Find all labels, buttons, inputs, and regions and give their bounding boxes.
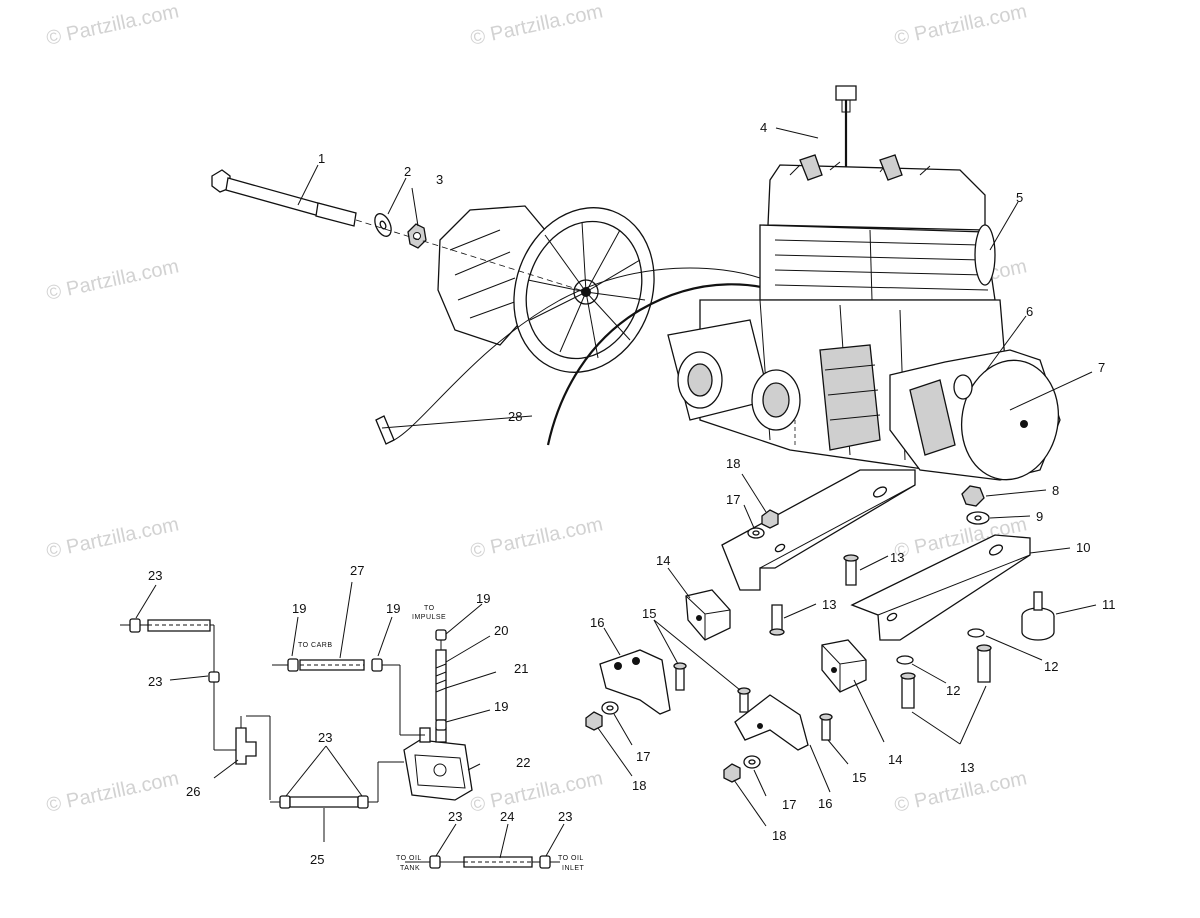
callout-20: 20 — [494, 623, 508, 638]
note-to-carb: TO CARB — [298, 642, 333, 649]
callout-7: 7 — [1098, 360, 1105, 375]
callout-13: 13 — [822, 597, 836, 612]
callout-23: 23 — [318, 730, 332, 745]
watermark: © Partzilla.com — [44, 0, 180, 50]
line-notes: TO CARB TO IMPULSE TO OIL TANK TO OIL IN… — [298, 605, 585, 872]
callout-19: 19 — [494, 699, 508, 714]
callout-8: 8 — [1052, 483, 1059, 498]
callout-17: 17 — [782, 797, 796, 812]
note-to-oil-inlet-line1: TO OIL — [558, 855, 584, 862]
note-to-impulse-line2: IMPULSE — [412, 614, 446, 621]
callout-4: 4 — [760, 120, 767, 135]
part-nut-washer-right — [961, 485, 990, 525]
callout-18: 18 — [726, 456, 740, 471]
part-engine-mount-brackets — [721, 469, 1031, 641]
callout-12: 12 — [1044, 659, 1058, 674]
callout-26: 26 — [186, 784, 200, 799]
watermark: © Partzilla.com — [44, 767, 180, 817]
part-fuel-system — [120, 618, 560, 869]
part-mount-blocks — [685, 589, 867, 693]
note-to-impulse-line1: TO — [424, 605, 435, 612]
callout-11: 11 — [1102, 597, 1116, 612]
note-to-oil-tank-line1: TO OIL — [396, 855, 422, 862]
callout-numbers: 1 2 3 4 5 6 7 8 9 10 11 12 12 13 13 13 1… — [148, 120, 1116, 867]
callout-18: 18 — [772, 828, 786, 843]
watermark: © Partzilla.com — [44, 255, 180, 305]
callout-15: 15 — [642, 606, 656, 621]
callout-19: 19 — [476, 591, 490, 606]
callout-18: 18 — [632, 778, 646, 793]
callout-19: 19 — [292, 601, 306, 616]
callout-1: 1 — [318, 151, 325, 166]
part-nut — [407, 223, 427, 249]
callout-23: 23 — [148, 568, 162, 583]
note-to-oil-inlet-line2: INLET — [562, 865, 585, 872]
callout-14: 14 — [888, 752, 902, 767]
callout-10: 10 — [1076, 540, 1090, 555]
callout-6: 6 — [1026, 304, 1033, 319]
callout-16: 16 — [818, 796, 832, 811]
callout-28: 28 — [508, 409, 522, 424]
callout-19: 19 — [386, 601, 400, 616]
callout-13: 13 — [960, 760, 974, 775]
part-bolt — [211, 169, 357, 227]
watermark: © Partzilla.com — [892, 0, 1028, 50]
callout-9: 9 — [1036, 509, 1043, 524]
part-bolts-15 — [673, 662, 833, 741]
callout-17: 17 — [636, 749, 650, 764]
watermark: © Partzilla.com — [468, 767, 604, 817]
leader-lines — [135, 127, 1097, 859]
part-washers-nuts-lower — [585, 509, 779, 783]
part-brackets-16 — [599, 649, 809, 751]
callout-25: 25 — [310, 852, 324, 867]
callout-27: 27 — [350, 563, 364, 578]
part-engine — [667, 85, 1061, 481]
callout-14: 14 — [656, 553, 670, 568]
callout-23: 23 — [558, 809, 572, 824]
callout-23: 23 — [148, 674, 162, 689]
callout-12: 12 — [946, 683, 960, 698]
watermark: © Partzilla.com — [468, 0, 604, 50]
watermark: © Partzilla.com — [468, 513, 604, 563]
callout-15: 15 — [852, 770, 866, 785]
callout-3: 3 — [436, 172, 443, 187]
part-washer — [374, 213, 392, 237]
part-bolts-13 — [769, 554, 992, 709]
part-washers-12 — [896, 628, 985, 665]
callout-2: 2 — [404, 164, 411, 179]
callout-17: 17 — [726, 492, 740, 507]
callout-24: 24 — [500, 809, 514, 824]
callout-5: 5 — [1016, 190, 1023, 205]
note-to-oil-tank-line2: TANK — [400, 865, 420, 872]
callout-22: 22 — [516, 755, 530, 770]
callout-23: 23 — [448, 809, 462, 824]
callout-21: 21 — [514, 661, 528, 676]
callout-13: 13 — [890, 550, 904, 565]
part-throttle-cable — [375, 267, 801, 446]
watermark: © Partzilla.com — [44, 513, 180, 563]
part-rubber-damper — [1021, 591, 1055, 641]
part-drive-clutch — [355, 205, 655, 373]
callout-16: 16 — [590, 615, 604, 630]
